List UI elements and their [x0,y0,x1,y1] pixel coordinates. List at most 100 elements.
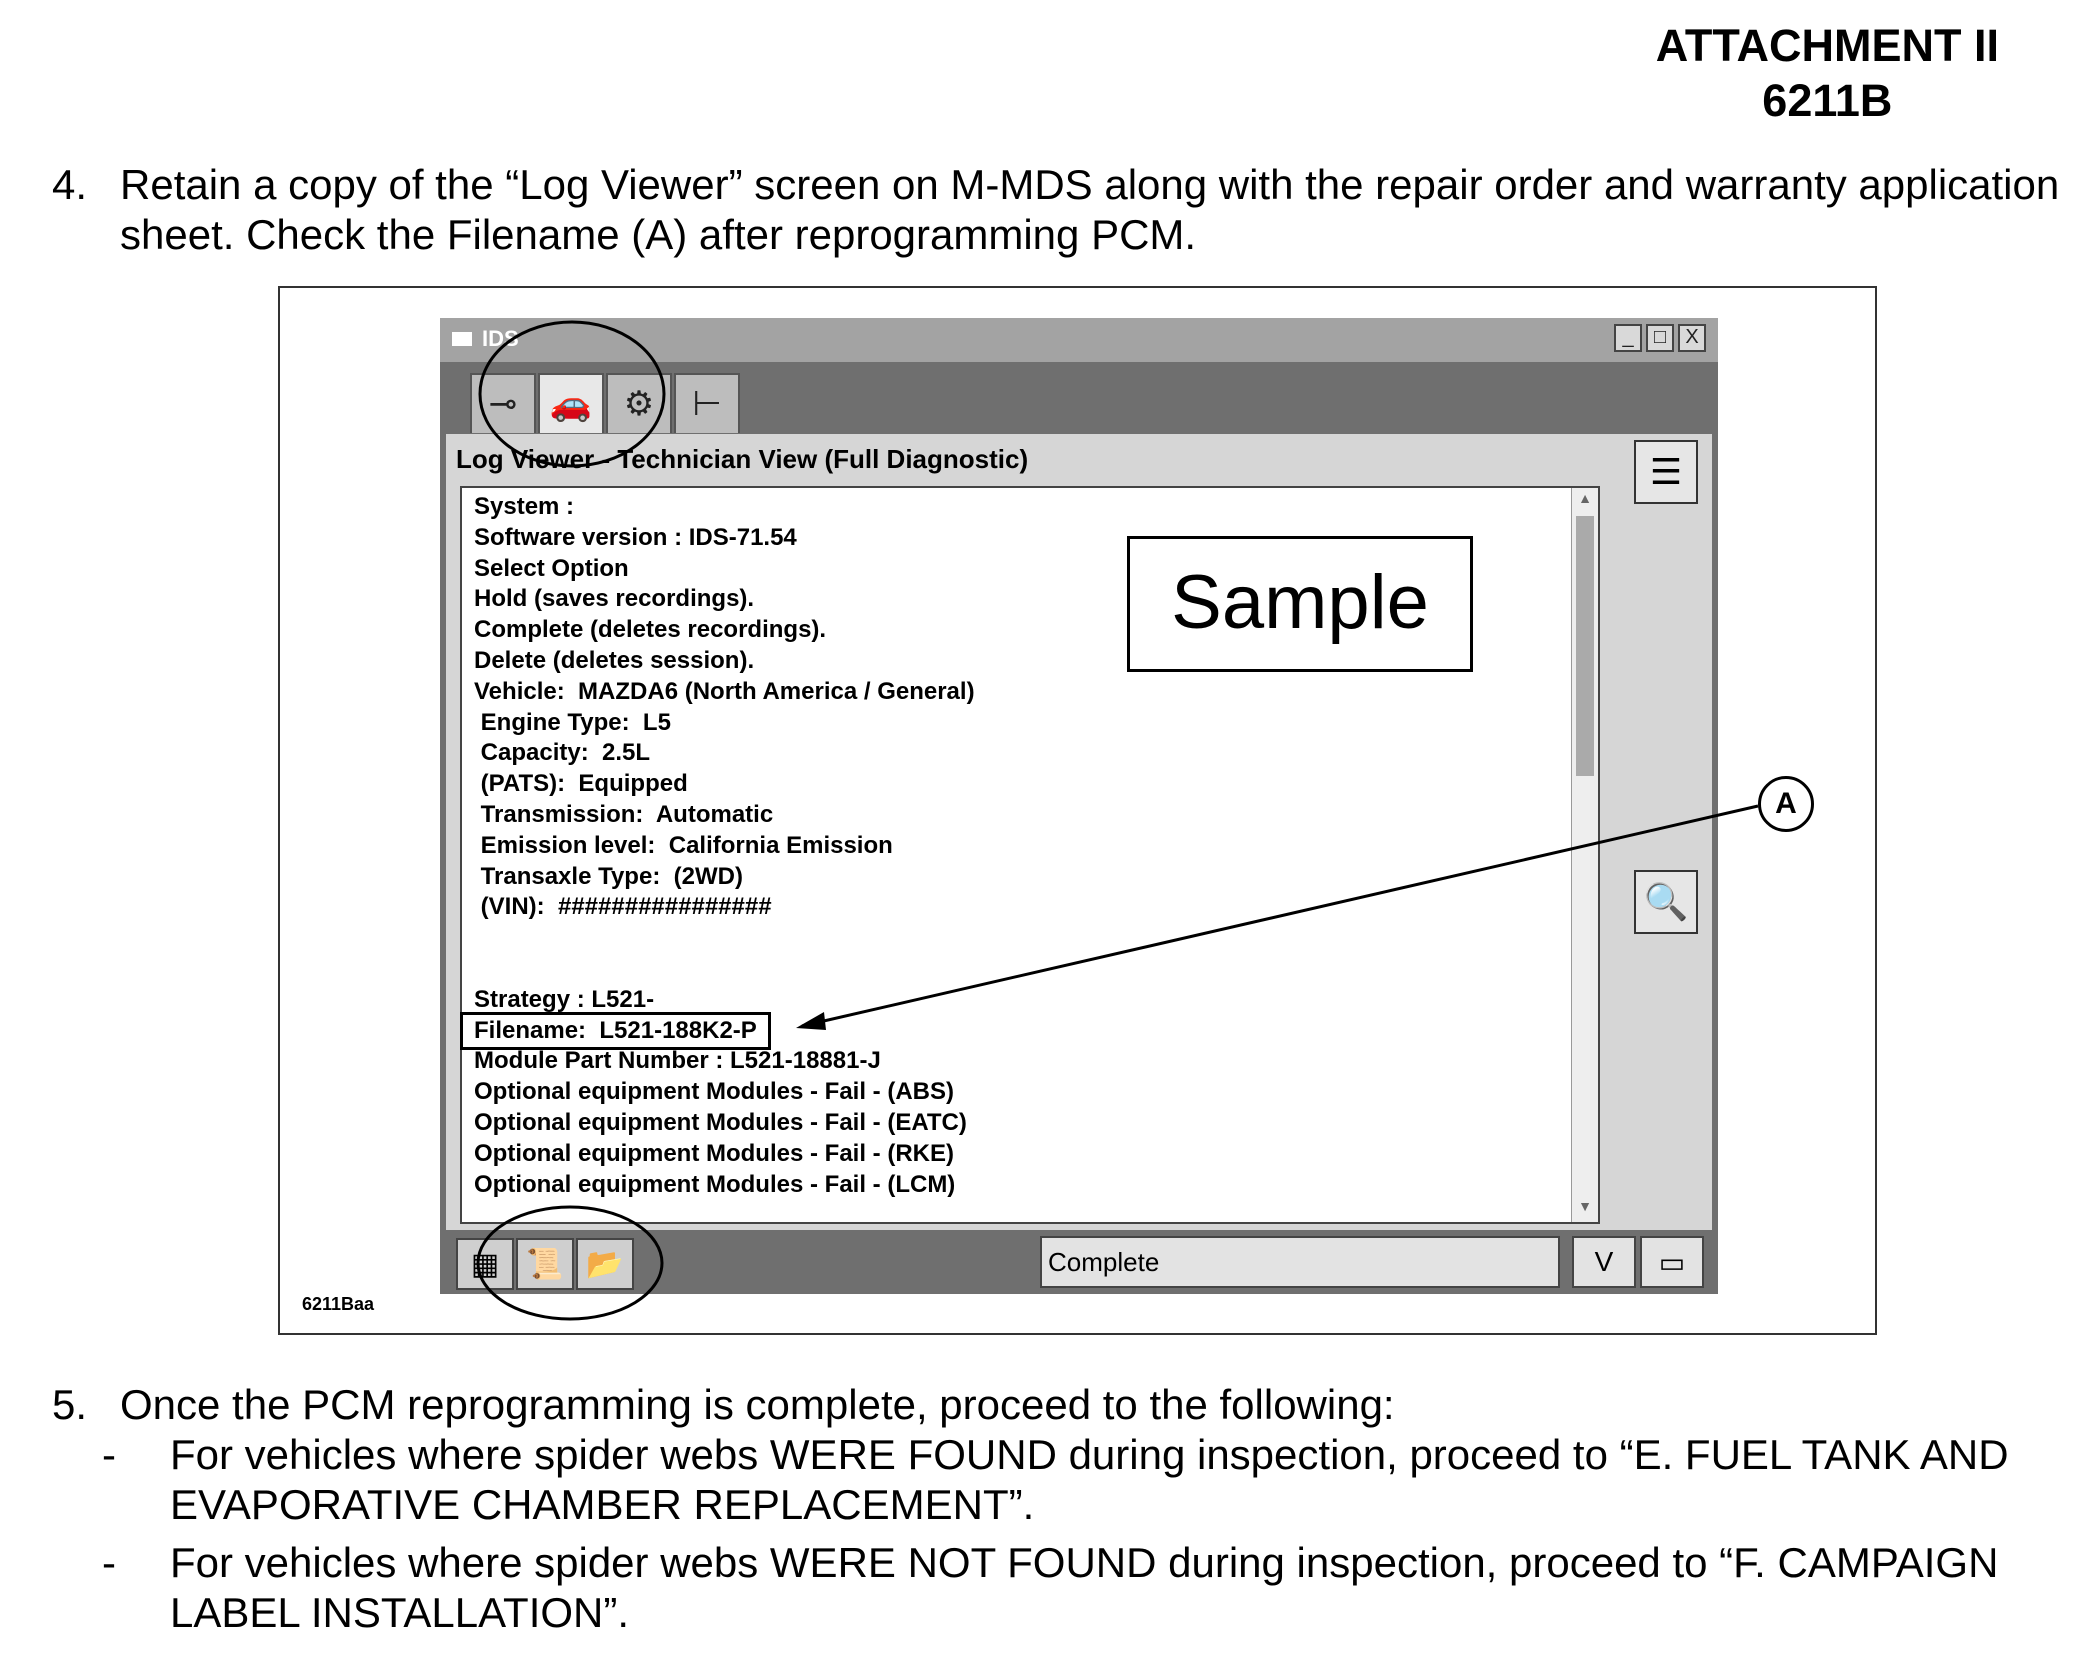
minimize-button[interactable]: _ [1614,324,1642,352]
tab-tools[interactable]: ⊢ [674,373,740,433]
bullet-text-line: For vehicles where spider webs WERE NOT … [170,1539,1999,1586]
log-line: Optional equipment Modules - Fail - (RKE… [474,1139,975,1170]
car-icon: 🚗 [549,385,593,423]
log-viewer-panel: Log Viewer - Technician View (Full Diagn… [446,434,1712,1230]
gears-icon: ⚙ [623,385,655,423]
battery-icon: ▭ [1658,1246,1686,1278]
attachment-header: ATTACHMENT II 6211B [1656,18,1999,128]
bullet-dash: - [102,1539,116,1586]
maximize-button[interactable]: □ [1646,324,1674,352]
plug-icon: ⊸ [488,385,518,423]
log-line: Module Part Number : L521-18881-J [474,1046,975,1077]
bullet-text-line: For vehicles where spider webs WERE FOUN… [170,1431,2009,1478]
log-line-text: (VIN): ################ [474,893,772,921]
scroll-up-icon[interactable]: ▲ [1578,490,1592,506]
close-button[interactable]: X [1678,324,1706,352]
wrench-icon: ⊢ [692,385,722,423]
log-line-text: Delete (deletes session). [474,646,755,674]
scroll-down-icon[interactable]: ▼ [1578,1198,1592,1214]
log-line: Vehicle: MAZDA6 (North America / General… [474,677,975,708]
battery-button[interactable]: ▭ [1640,1236,1704,1288]
log-scrollbar[interactable]: ▲ ▼ [1571,488,1598,1222]
log-line: Optional equipment Modules - Fail - (EAT… [474,1108,975,1139]
callout-arrowhead [796,1012,826,1030]
log-line-text: Optional equipment Modules - Fail - (EAT… [474,1108,967,1136]
step-number: 4. [52,161,88,208]
filename-line: Filename: L521-188K2-P [460,1011,975,1051]
log-line-text: Software version : IDS-71.54 [474,523,797,551]
log-line: (VIN): ################ [474,892,975,923]
log-line-text: Complete (deletes recordings). [474,616,827,644]
log-line: Engine Type: L5 [474,708,975,739]
log-line: Hold (saves recordings). [474,584,975,615]
list-icon: ☰ [1649,451,1683,492]
log-line: Capacity: 2.5L [474,738,975,769]
log-line: System : [474,492,975,523]
step-number: 5. [52,1381,88,1428]
callout-a: A [1758,776,1814,832]
log-line-text: Transmission: Automatic [474,800,774,828]
window-titlebar: IDS _ □ X [440,318,1718,362]
panel-title: Log Viewer - Technician View (Full Diagn… [456,444,1029,474]
log-line: Strategy : L521- [474,985,975,1016]
tabs-highlight-ellipse [478,320,666,468]
log-line: Optional equipment Modules - Fail - (ABS… [474,1077,975,1108]
log-line: Complete (deletes recordings). [474,615,975,646]
figure-label: 6211Baa [302,1294,375,1314]
session-icon: ▦ [470,1247,500,1281]
log-line: Software version : IDS-71.54 [474,523,975,554]
annotation-overlay [476,320,1759,1321]
log-line: Transaxle Type: (2WD) [474,862,975,893]
log-line-text: Optional equipment Modules - Fail - (ABS… [474,1078,954,1106]
log-line-text: Hold (saves recordings). [474,585,755,613]
tab-toolbox[interactable]: ⚙ [606,373,672,433]
sample-stamp: Sample [1127,536,1473,672]
log-line: Transmission: Automatic [474,800,975,831]
attachment-code: 6211B [1762,75,1893,126]
scroll-icon: 📜 [526,1247,564,1281]
callout-leader-line [801,804,1759,1028]
log-line-text: Capacity: 2.5L [474,739,651,767]
log-line-text: Optional equipment Modules - Fail - (LCM… [474,1170,956,1198]
search-log-button[interactable]: 🔍 [1634,870,1698,934]
toolbar-tabs: ⊸ 🚗 ⚙ ⊢ [470,373,742,433]
log-line-text: Engine Type: L5 [474,708,671,736]
log-line-text: Filename: L521-188K2-P [460,1011,771,1051]
log-line-text: Strategy : L521- [474,985,655,1013]
step-text-line: Retain a copy of the “Log Viewer” screen… [120,161,2060,208]
log-line-text: Vehicle: MAZDA6 (North America / General… [474,677,975,705]
tab-vehicle[interactable]: 🚗 [538,373,604,433]
log-button[interactable]: 📜 [516,1238,574,1290]
vehicle-folder-button[interactable]: 📂 [576,1238,634,1290]
log-line-text: System : [474,493,575,520]
voltage-button[interactable]: V [1572,1236,1636,1288]
step-text-line: sheet. Check the Filename (A) after repr… [120,211,1197,258]
log-line: (PATS): Equipped [474,769,975,800]
bullet-dash: - [102,1431,116,1478]
scroll-thumb[interactable] [1576,516,1594,776]
log-line-text: Module Part Number : L521-18881-J [474,1047,881,1075]
log-line-text: Transaxle Type: (2WD) [474,862,743,890]
log-line: Delete (deletes session). [474,646,975,677]
magnifier-icon: 🔍 [1643,881,1689,922]
log-line-text: (PATS): Equipped [474,770,688,798]
bottom-icons-highlight-ellipse [476,1205,664,1321]
ids-window: IDS _ □ X ⊸ 🚗 ⚙ ⊢ Log Viewer - Technicia… [440,318,1718,1294]
log-line: Emission level: California Emission [474,831,975,862]
bullet-text-line: EVAPORATIVE CHAMBER REPLACEMENT”. [170,1481,1035,1528]
bullet-text-line: LABEL INSTALLATION”. [170,1589,630,1636]
folder-car-icon: 📂 [586,1247,624,1281]
window-menu-icon[interactable] [452,332,472,346]
screenshot-figure: IDS _ □ X ⊸ 🚗 ⚙ ⊢ Log Viewer - Technicia… [278,286,1877,1335]
log-line-text: Select Option [474,554,629,582]
attachment-title: ATTACHMENT II [1655,20,1999,71]
log-line-text: Emission level: California Emission [474,831,893,859]
status-field: Complete [1040,1236,1560,1288]
list-view-button[interactable]: ☰ [1634,440,1698,504]
step-text-line: Once the PCM reprogramming is complete, … [120,1381,1395,1428]
voltage-icon: V [1594,1246,1614,1277]
log-line: Optional equipment Modules - Fail - (LCM… [474,1170,975,1201]
log-line: Select Option [474,554,975,585]
